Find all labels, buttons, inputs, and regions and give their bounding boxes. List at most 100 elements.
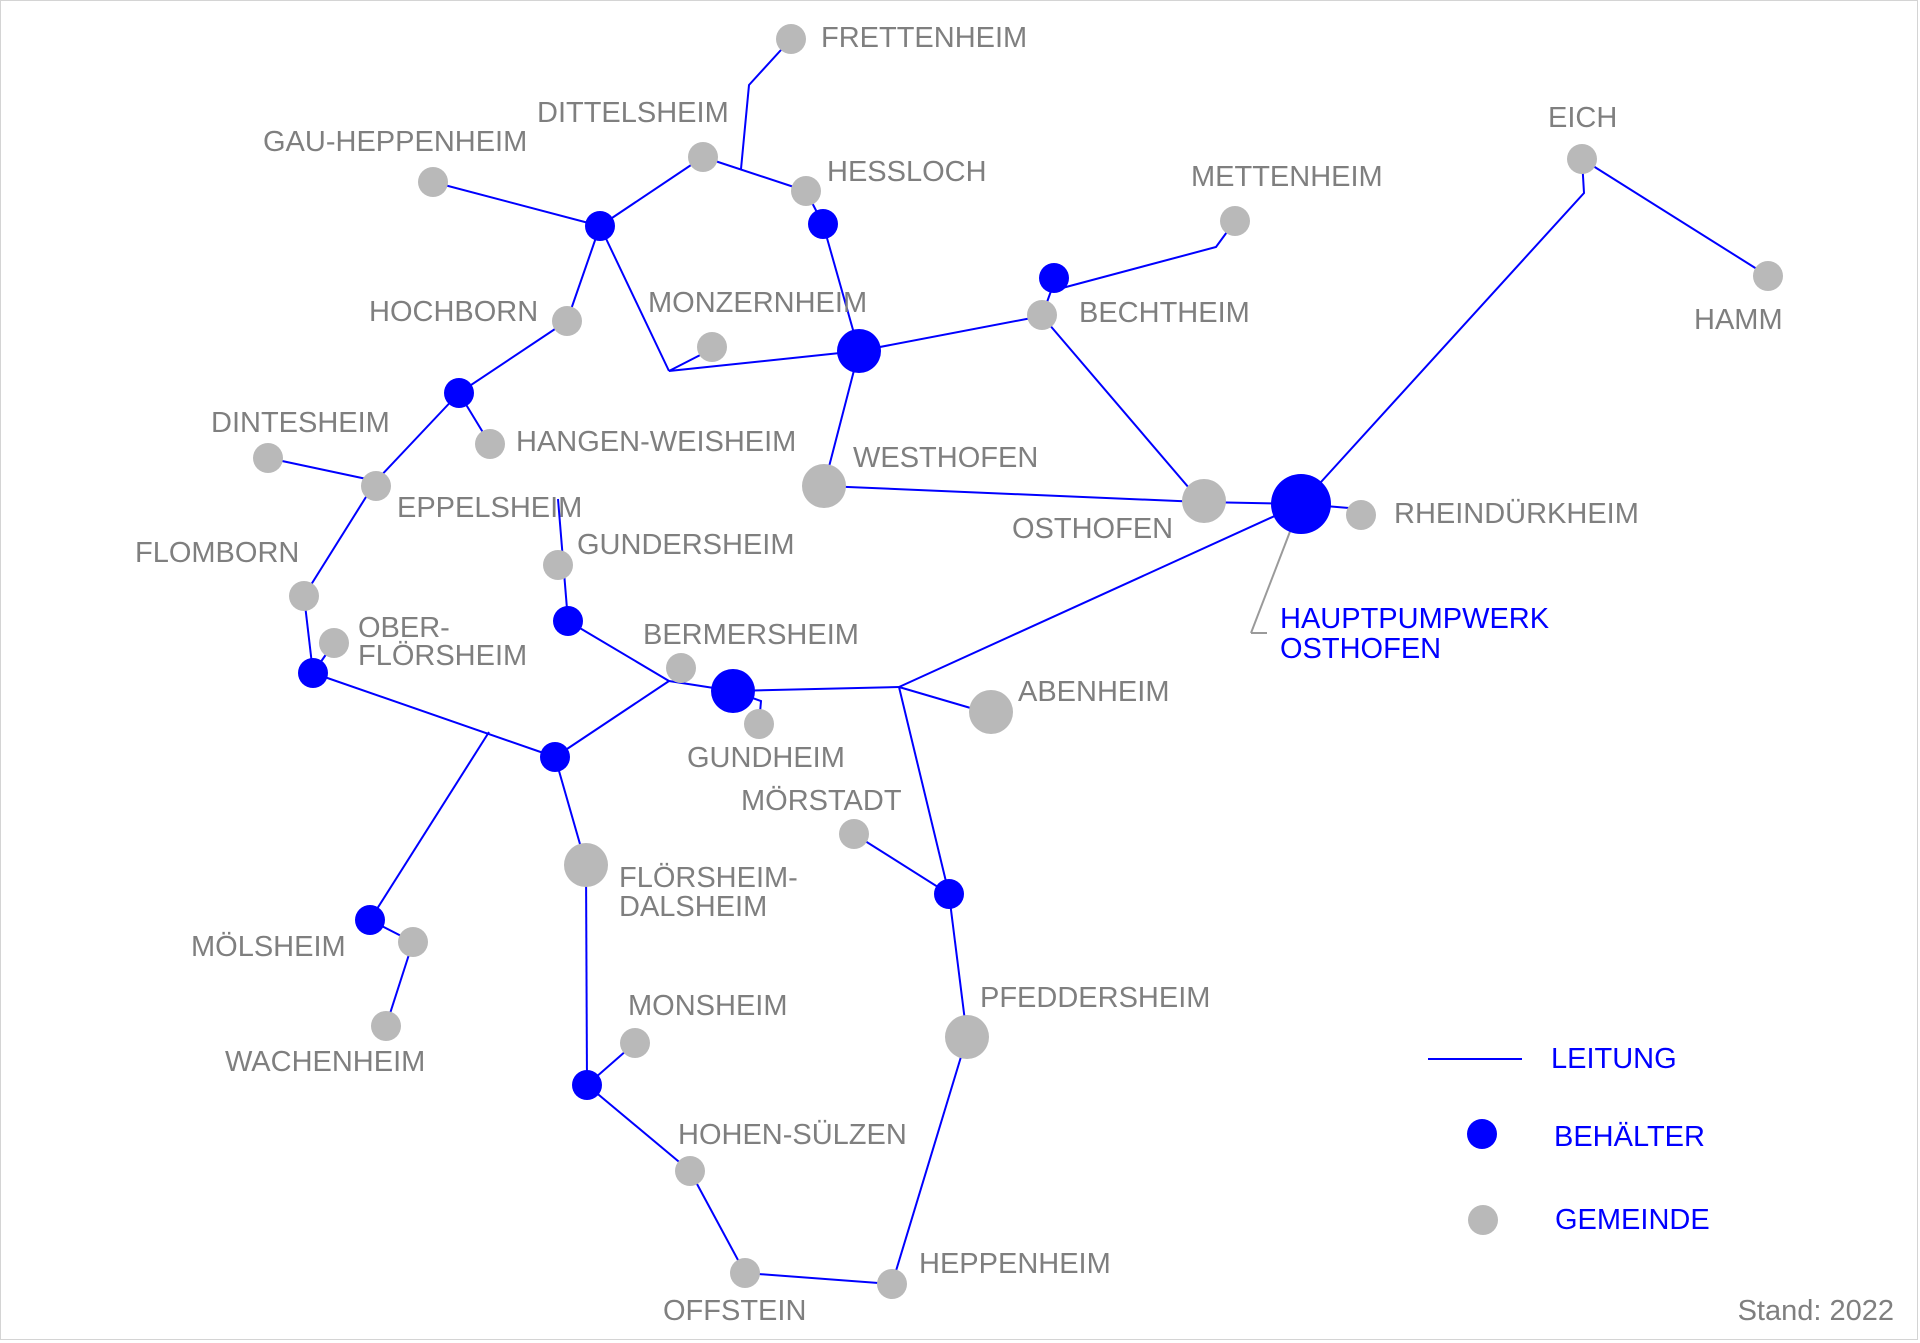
tank-node-florsheim (540, 742, 570, 772)
municipality-node-hangen-weisheim (475, 429, 505, 459)
place-label-dittelsheim: DITTELSHEIM (537, 97, 729, 129)
municipality-node-ober-florsheim (319, 628, 349, 658)
place-label-abenheim: ABENHEIM (1018, 676, 1169, 708)
place-label-bermersheim: BERMERSHEIM (643, 619, 859, 651)
municipality-node-hochborn (552, 306, 582, 336)
place-label-florsheim-dalsheim-2: DALSHEIM (619, 891, 767, 923)
municipality-node-flomborn (289, 581, 319, 611)
place-label-bechtheim: BECHTHEIM (1079, 297, 1250, 329)
municipality-node-bechtheim (1027, 300, 1057, 330)
tank-node-gundersheim (553, 606, 583, 636)
place-label-molsheim: MÖLSHEIM (191, 931, 346, 963)
pipeline-segment (432, 181, 601, 227)
place-label-monsheim: MONSHEIM (628, 990, 788, 1022)
pipeline-segment (822, 223, 860, 352)
legend: LEITUNG BEHÄLTER GEMEINDE (1428, 1043, 1710, 1236)
pipeline-segment (1300, 158, 1586, 505)
place-label-flomborn: FLOMBORN (135, 537, 299, 569)
place-label-frettenheim: FRETTENHEIM (821, 22, 1027, 54)
municipality-node-monzernheim (697, 332, 727, 362)
pipeline-segment (1581, 158, 1769, 277)
callout-line (1250, 528, 1292, 634)
place-label-eich: EICH (1548, 102, 1617, 134)
node-layer (253, 24, 1783, 1299)
municipality-node-mettenheim (1220, 206, 1250, 236)
pipeline-segment (554, 680, 670, 758)
tank-node-molsheim (355, 905, 385, 935)
pipeline-segment (1050, 220, 1236, 292)
place-label-dintesheim: DINTESHEIM (211, 407, 390, 439)
municipality-node-eppelsheim (361, 471, 391, 501)
label-layer: FRETTENHEIMDITTELSHEIMGAU-HEPPENHEIMHESS… (135, 22, 1783, 1327)
pipeline-segment (891, 1036, 968, 1285)
pipeline-segment (702, 156, 807, 192)
legend-label-municipality: GEMEINDE (1555, 1204, 1710, 1236)
municipality-node-frettenheim (776, 24, 806, 54)
pipeline-segment (898, 686, 950, 895)
place-label-hohen-sulzen: HOHEN-SÜLZEN (678, 1119, 907, 1151)
pipeline-segment (898, 503, 1302, 688)
municipality-node-gundheim (744, 709, 774, 739)
tank-node-dittelsheim (585, 211, 615, 241)
pipeline-segment (585, 864, 588, 1086)
municipality-node-dintesheim (253, 443, 283, 473)
tank-node-morstadt (934, 879, 964, 909)
pipeline-segment (1041, 315, 1202, 503)
tank-node-monzernheim (837, 329, 881, 373)
pipeline-segment (740, 38, 792, 170)
place-label-hauptpumpwerk-1: HAUPTPUMPWERK (1280, 603, 1550, 635)
municipality-node-abenheim (969, 690, 1013, 734)
pipeline-segment (567, 620, 670, 682)
pipeline-segment (823, 485, 1202, 503)
place-label-monzernheim: MONZERNHEIM (648, 287, 867, 319)
pipeline-segment (732, 686, 900, 692)
pipeline-segment (823, 350, 860, 487)
legend-label-tank: BEHÄLTER (1554, 1121, 1705, 1153)
place-label-hessloch: HESSLOCH (827, 156, 987, 188)
pipeline-segment (744, 1272, 893, 1285)
place-label-ober-florsheim-2: FLÖRSHEIM (358, 640, 527, 672)
place-label-osthofen: OSTHOFEN (1012, 513, 1173, 545)
place-label-mettenheim: METTENHEIM (1191, 161, 1383, 193)
pipeline-segment (599, 225, 670, 372)
place-label-hochborn: HOCHBORN (369, 296, 538, 328)
tank-node-flomborn (298, 658, 328, 688)
place-label-heppenheim: HEPPENHEIM (919, 1248, 1111, 1280)
municipality-node-gau-heppenheim (418, 167, 448, 197)
place-label-gundheim: GUNDHEIM (687, 742, 845, 774)
municipality-node-monsheim (620, 1028, 650, 1058)
pipeline-segment (312, 672, 556, 758)
municipality-node-dittelsheim (688, 142, 718, 172)
pipeline-segment (375, 392, 460, 482)
municipality-node-pfeddersheim (945, 1015, 989, 1059)
pipeline-segment (948, 893, 968, 1038)
municipality-node-gundersheim (543, 550, 573, 580)
municipality-node-eich (1567, 144, 1597, 174)
pipeline-segment (689, 1170, 746, 1274)
municipality-node-bermersheim (666, 653, 696, 683)
place-label-hauptpumpwerk-2: OSTHOFEN (1280, 633, 1441, 665)
pipeline-segment (668, 350, 860, 372)
place-label-hamm: HAMM (1694, 304, 1783, 336)
place-label-eppelsheim: EPPELSHEIM (397, 492, 582, 524)
tank-node-mettenheim (1039, 263, 1069, 293)
municipality-node-hessloch (791, 176, 821, 206)
place-label-ober-florsheim-1: OBER- (358, 612, 450, 644)
municipality-node-morstadt (839, 819, 869, 849)
legend-tank-swatch (1467, 1119, 1497, 1149)
municipality-node-wachenheim (371, 1011, 401, 1041)
place-label-pfeddersheim: PFEDDERSHEIM (980, 982, 1210, 1014)
tank-node-bermersheim (711, 669, 755, 713)
municipality-node-westhofen (802, 464, 846, 508)
pipeline-segment (267, 457, 377, 482)
place-label-rheindurkheim: RHEINDÜRKHEIM (1394, 498, 1639, 530)
pipeline-segment (369, 731, 490, 921)
pipeline-segment (586, 1084, 691, 1172)
municipality-node-florsheim-dalsheim (564, 843, 608, 887)
tank-node-hessloch (808, 209, 838, 239)
place-label-wachenheim: WACHENHEIM (225, 1046, 425, 1078)
tank-node-hochborn (444, 378, 474, 408)
tank-node-monsheim (572, 1070, 602, 1100)
legend-label-pipeline: LEITUNG (1551, 1043, 1677, 1075)
